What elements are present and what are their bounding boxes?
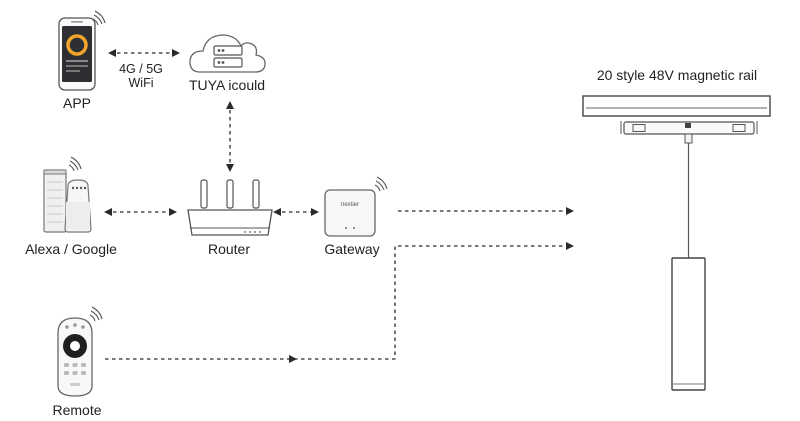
wifi-signal-icon	[92, 10, 106, 26]
rail-label: 20 style 48V magnetic rail	[596, 67, 758, 83]
remote-link-arrowhead	[289, 355, 297, 363]
magnetic-rail-icon	[582, 95, 771, 135]
wifi-signal-icon	[68, 156, 82, 172]
app-label: APP	[62, 95, 92, 111]
link-network-label-line1: 4G / 5G	[119, 62, 163, 76]
pendant-light-icon	[671, 133, 706, 391]
assistant-label: Alexa / Google	[25, 241, 117, 257]
smart-speaker-icon	[43, 169, 92, 233]
wifi-signal-icon	[89, 306, 103, 322]
remote-label: Remote	[52, 402, 102, 418]
cloud-server-icon	[189, 34, 266, 73]
cloud-label: TUYA icould	[189, 77, 265, 93]
link-remote-rail	[105, 242, 574, 360]
gateway-device-icon: nextier	[324, 189, 376, 237]
wifi-signal-icon	[374, 176, 388, 192]
gateway-label: Gateway	[324, 241, 380, 257]
smartphone-icon	[58, 17, 96, 91]
link-network-label-line2: WiFi	[128, 76, 154, 90]
gateway-brand-text: nextier	[341, 202, 359, 208]
remote-control-icon	[57, 317, 93, 397]
router-icon	[187, 179, 273, 236]
router-label: Router	[207, 241, 251, 257]
